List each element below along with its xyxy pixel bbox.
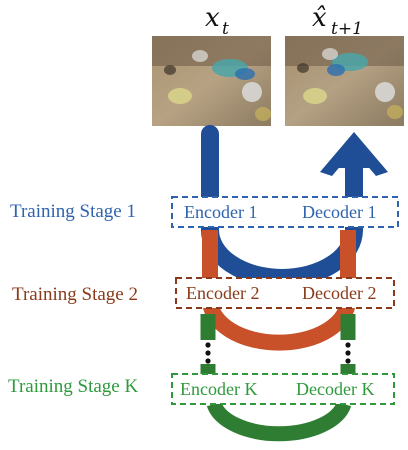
ellipsis-dots-right <box>345 342 351 364</box>
stage-k-flow <box>200 314 356 442</box>
stage-2-box <box>175 277 395 309</box>
ellipsis-dots-left <box>205 342 211 364</box>
current-frame-label: x t <box>205 3 229 39</box>
stage-1-encoder: Encoder 1 <box>184 202 257 222</box>
stage-2-encoder: Encoder 2 <box>186 283 259 303</box>
stage-k-decoder: Decoder K <box>296 379 374 399</box>
stage-k-encoder: Encoder K <box>180 379 257 399</box>
svg-text:t+1: t+1 <box>331 19 363 39</box>
stage-2-decoder: Decoder 2 <box>302 283 376 303</box>
stage-1-decoder: Decoder 1 <box>302 202 376 222</box>
stage-1-label: Training Stage 1 <box>10 201 136 222</box>
svg-text:x̂: x̂ <box>312 3 327 33</box>
predicted-frame-label: x̂ t+1 <box>312 3 363 39</box>
stage-k-label: Training Stage K <box>8 376 138 397</box>
stage-1-box <box>171 196 399 228</box>
svg-text:x: x <box>205 3 220 33</box>
predicted-frame-image <box>285 36 404 126</box>
stage-k-box <box>171 373 395 405</box>
current-frame-image <box>152 36 271 126</box>
stage-2-label: Training Stage 2 <box>12 284 138 305</box>
svg-text:t: t <box>222 19 229 39</box>
